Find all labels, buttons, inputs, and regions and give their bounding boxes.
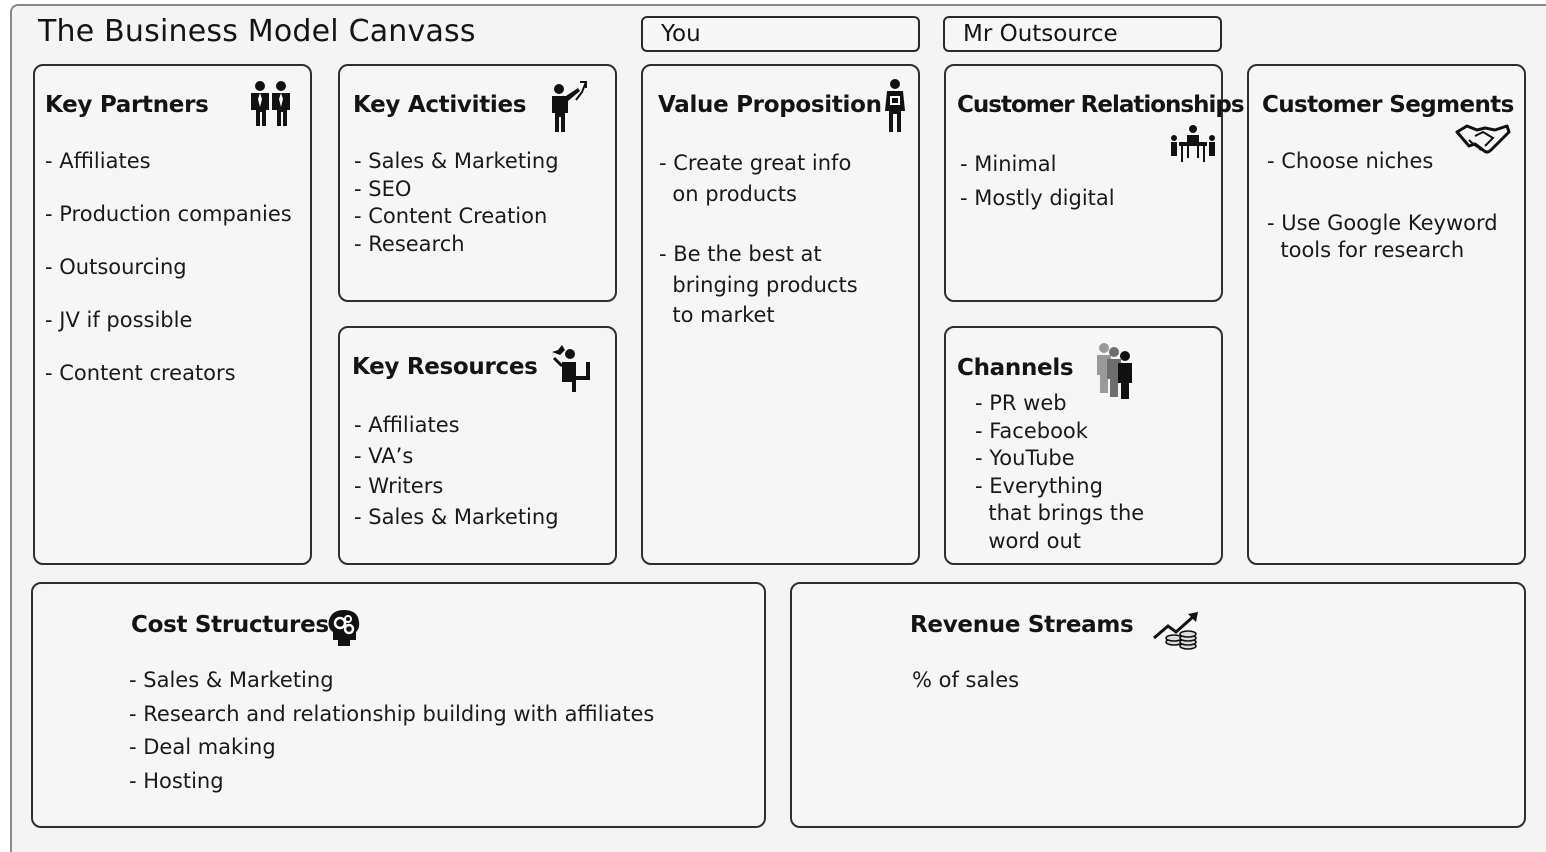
list-item: - Mostly digital [960,185,1115,210]
list-item: - Content creators [45,361,236,385]
revenue-streams-block: Revenue Streams % of sales [790,582,1526,828]
customer-segments-block: Customer Segments - Choose niches - Use … [1247,64,1526,565]
revenue-icon [1153,612,1198,650]
list-item: - YouTube [975,446,1075,470]
revenue-streams-list: % of sales [912,664,1019,698]
list-item: - Affiliates [45,149,151,173]
channels-list: - PR web - Facebook - YouTube - Everythi… [975,390,1144,555]
key-partners-title: Key Partners [45,92,209,118]
key-resources-title: Key Resources [352,354,538,380]
value-proposition-title: Value Proposition [658,92,882,118]
value-proposition-block: Value Proposition - Create great info on… [641,64,920,565]
list-item: - Sales & Marketing [354,504,559,529]
owner-partner-field[interactable]: Mr Outsource [943,16,1222,52]
list-item: - Deal making [129,735,276,759]
canvas-title: The Business Model Canvass [38,14,476,49]
activities-icon [552,81,587,132]
list-item: - SEO [354,176,412,201]
owner-you-field[interactable]: You [641,16,920,52]
channels-icon [1097,343,1132,399]
key-activities-list: - Sales & Marketing - SEO - Content Crea… [354,148,559,258]
key-partners-block: Key Partners - Affiliates - Production c… [33,64,312,565]
cost-structures-list: - Sales & Marketing - Research and relat… [129,664,654,798]
key-activities-title: Key Activities [353,92,527,118]
list-item: % of sales [912,668,1020,692]
list-item: - JV if possible [45,308,193,332]
list-item: - Writers [354,474,444,498]
customer-relationships-list: - Minimal - Mostly digital [960,148,1115,215]
cost-structures-block: Cost Structures - Sales & Marketing - Re… [31,582,766,828]
revenue-streams-title: Revenue Streams [910,612,1134,638]
list-item: - VA’s [354,443,414,468]
key-resources-block: Key Resources - Affiliates - VA’s - Writ… [338,326,617,565]
list-item: - PR web [975,391,1067,415]
list-item: - Sales & Marketing [129,668,334,692]
channels-title: Channels [957,355,1074,381]
resources-icon [552,345,590,392]
cost-structures-title: Cost Structures [131,612,329,638]
list-item: - Everything that brings the word out [975,473,1145,553]
value-proposition-icon [885,79,905,132]
list-item: - Research and relationship building wit… [129,701,655,726]
list-item: - Content Creation [354,204,548,228]
key-activities-block: Key Activities - Sales & Marketing - SEO… [338,64,617,302]
brain-gears-icon [328,610,360,646]
customer-relationships-title: Customer Relationships [957,92,1245,118]
customer-segments-title: Customer Segments [1262,92,1514,118]
handshake-icon [1455,124,1511,154]
list-item: - Minimal [960,152,1057,176]
list-item: - Outsourcing [45,255,187,279]
list-item: - Create great info on products [659,151,852,206]
value-proposition-list: - Create great info on products - Be the… [659,148,858,331]
list-item: - Production companies [45,202,292,226]
customer-segments-list: - Choose niches - Use Google Keyword too… [1267,148,1498,265]
key-resources-list: - Affiliates - VA’s - Writers - Sales & … [354,410,559,532]
list-item: - Sales & Marketing [354,149,559,173]
list-item: - Be the best at bringing products to ma… [659,242,858,327]
key-partners-list: - Affiliates - Production companies - Ou… [45,148,292,387]
list-item: - Research [354,231,465,256]
customer-relationships-block: Customer Relationships - Minimal - Mostl… [944,64,1245,302]
list-item: - Hosting [129,768,224,793]
channels-block: Channels - PR web - Facebook - YouTube -… [944,326,1223,565]
list-item: - Use Google Keyword tools for research [1267,210,1498,263]
list-item: - Choose niches [1267,149,1434,173]
list-item: - Facebook [975,418,1088,443]
partners-icon [251,81,290,126]
list-item: - Affiliates [354,413,460,437]
relationships-icon [1171,125,1215,162]
